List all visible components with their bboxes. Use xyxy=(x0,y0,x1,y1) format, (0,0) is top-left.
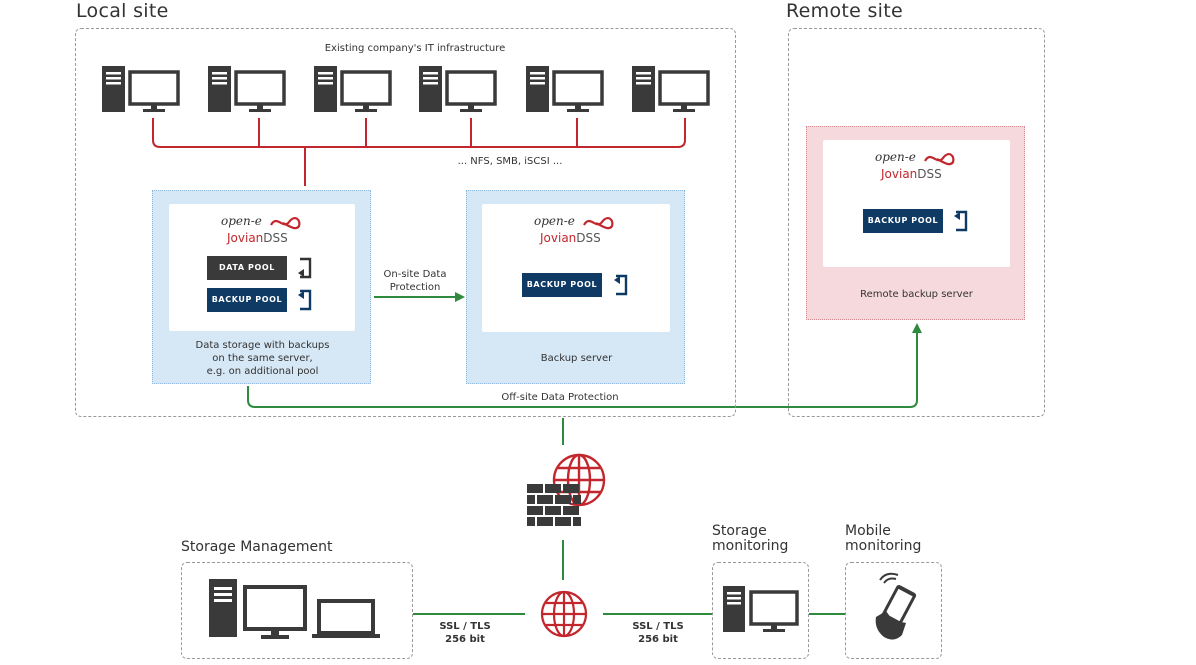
local-site-frame xyxy=(75,28,736,417)
workstation-icon xyxy=(102,66,182,116)
ssl-right-label: SSL / TLS 256 bit xyxy=(632,621,684,645)
backup-server: open-e JovianDSS BACKUP POOL Backup serv… xyxy=(466,190,685,384)
protocols-label: ... NFS, SMB, iSCSI ... xyxy=(457,156,563,167)
storage-management-frame xyxy=(181,562,413,659)
backup-server-caption: Backup server xyxy=(540,353,613,364)
logo-jovian-dss: JovianDSS xyxy=(881,167,942,181)
workstation-icon xyxy=(632,66,712,116)
offsite-arrow-head xyxy=(912,323,922,333)
logo-infinity-icon xyxy=(924,153,955,166)
management-workstation-icon xyxy=(209,579,384,641)
backup-server-card: open-e JovianDSS BACKUP POOL xyxy=(482,204,670,332)
firewall-icon xyxy=(523,452,607,530)
logo-open-e-text: open-e xyxy=(221,214,262,228)
local-server-caption: Data storage with backups on the same se… xyxy=(195,340,330,377)
sync-icon xyxy=(294,256,314,280)
remote-site-title: Remote site xyxy=(786,0,903,22)
remote-server-caption: Remote backup server xyxy=(860,289,973,300)
globe-icon xyxy=(540,590,588,638)
workstation-icon xyxy=(526,66,606,116)
monitoring-workstation-icon xyxy=(723,586,801,636)
backup-pool-badge: BACKUP POOL xyxy=(522,273,602,297)
storage-monitoring-frame xyxy=(712,562,809,659)
onsite-arrow-head xyxy=(455,292,465,302)
offsite-protection-label: Off-site Data Protection xyxy=(501,392,619,403)
local-server-card: open-e JovianDSS DATA POOL BACKUP POOL xyxy=(169,204,355,331)
logo-infinity-icon xyxy=(583,217,614,230)
logo-open-e-text: open-e xyxy=(875,150,916,164)
lan-network-lines xyxy=(152,118,686,186)
storage-management-title: Storage Management xyxy=(181,539,333,555)
data-pool-badge: DATA POOL xyxy=(207,256,287,280)
remote-backup-server: open-e JovianDSS BACKUP POOL Remote back… xyxy=(806,126,1025,320)
ssl-left-label: SSL / TLS 256 bit xyxy=(439,621,491,645)
logo-infinity-icon xyxy=(270,217,301,230)
backup-pool-badge: BACKUP POOL xyxy=(207,288,287,312)
sync-icon xyxy=(950,209,970,233)
mobile-phone-icon xyxy=(870,572,922,643)
workstation-icon xyxy=(314,66,394,116)
mobile-monitoring-frame xyxy=(845,562,942,659)
logo-open-e-text: open-e xyxy=(534,214,575,228)
mobile-monitoring-title: Mobile monitoring xyxy=(845,523,922,554)
workstation-icon xyxy=(419,66,499,116)
local-site-title: Local site xyxy=(76,0,169,22)
storage-monitoring-title: Storage monitoring xyxy=(712,523,789,554)
remote-site-frame xyxy=(788,28,1045,417)
logo-jovian-dss: JovianDSS xyxy=(227,231,288,245)
logo-jovian-dss: JovianDSS xyxy=(540,231,601,245)
backup-pool-badge: BACKUP POOL xyxy=(863,209,943,233)
arrow-heads xyxy=(455,292,922,333)
infrastructure-caption: Existing company's IT infrastructure xyxy=(324,43,506,54)
sync-icon xyxy=(294,288,314,312)
onsite-protection-label: On-site Data Protection xyxy=(383,269,447,293)
sync-icon xyxy=(610,273,630,297)
workstation-icon xyxy=(208,66,288,116)
remote-server-card: open-e JovianDSS BACKUP POOL xyxy=(823,140,1010,267)
green-lines xyxy=(247,296,918,615)
local-storage-server: open-e JovianDSS DATA POOL BACKUP POOL D… xyxy=(152,190,371,384)
